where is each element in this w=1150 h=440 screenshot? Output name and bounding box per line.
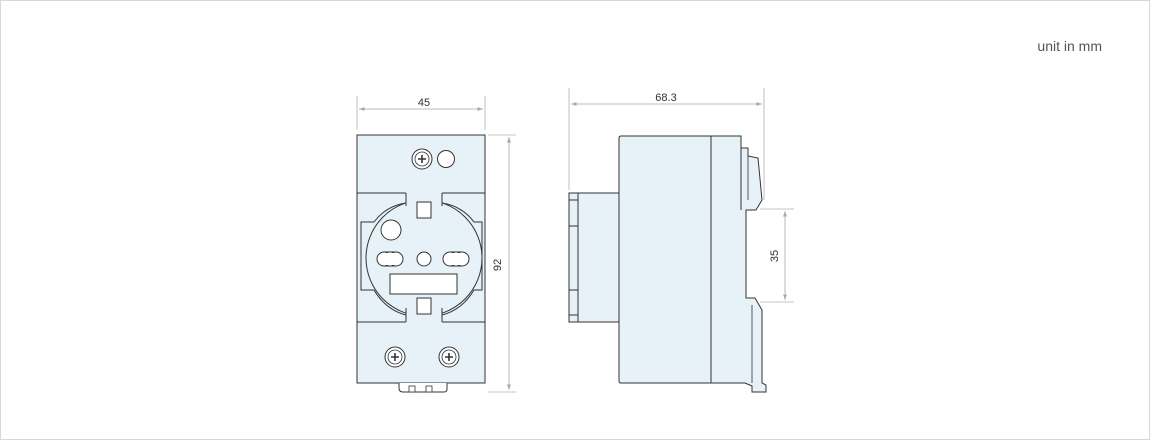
terminal-hole bbox=[437, 150, 455, 168]
din-clip bbox=[398, 383, 448, 393]
front-width-dimension: 45 bbox=[356, 96, 486, 130]
side-depth-label: 68.3 bbox=[655, 92, 676, 104]
side-view: 68.3 35 bbox=[568, 88, 794, 393]
front-view: 45 92 bbox=[356, 96, 516, 393]
side-depth-dimension: 68.3 bbox=[568, 88, 765, 200]
side-socket-block bbox=[568, 192, 622, 323]
front-width-label: 45 bbox=[418, 97, 430, 109]
indicator-hole bbox=[380, 219, 402, 241]
screw-icon bbox=[438, 346, 460, 368]
side-rail-label: 35 bbox=[769, 250, 781, 262]
screw-icon bbox=[384, 346, 406, 368]
side-main-body bbox=[618, 135, 712, 384]
screw-icon bbox=[411, 148, 433, 170]
earth-clip-bottom bbox=[416, 297, 432, 315]
unit-note: unit in mm bbox=[1037, 38, 1102, 54]
label-window bbox=[389, 273, 458, 295]
center-hole bbox=[416, 251, 432, 267]
earth-clip-top bbox=[416, 201, 432, 219]
pin-hole-right bbox=[442, 251, 470, 267]
front-height-dimension: 92 bbox=[488, 134, 516, 393]
side-rear-housing bbox=[710, 135, 767, 393]
side-rail-dimension: 35 bbox=[760, 208, 794, 303]
front-height-label: 92 bbox=[492, 259, 504, 271]
pin-hole-left bbox=[376, 251, 404, 267]
